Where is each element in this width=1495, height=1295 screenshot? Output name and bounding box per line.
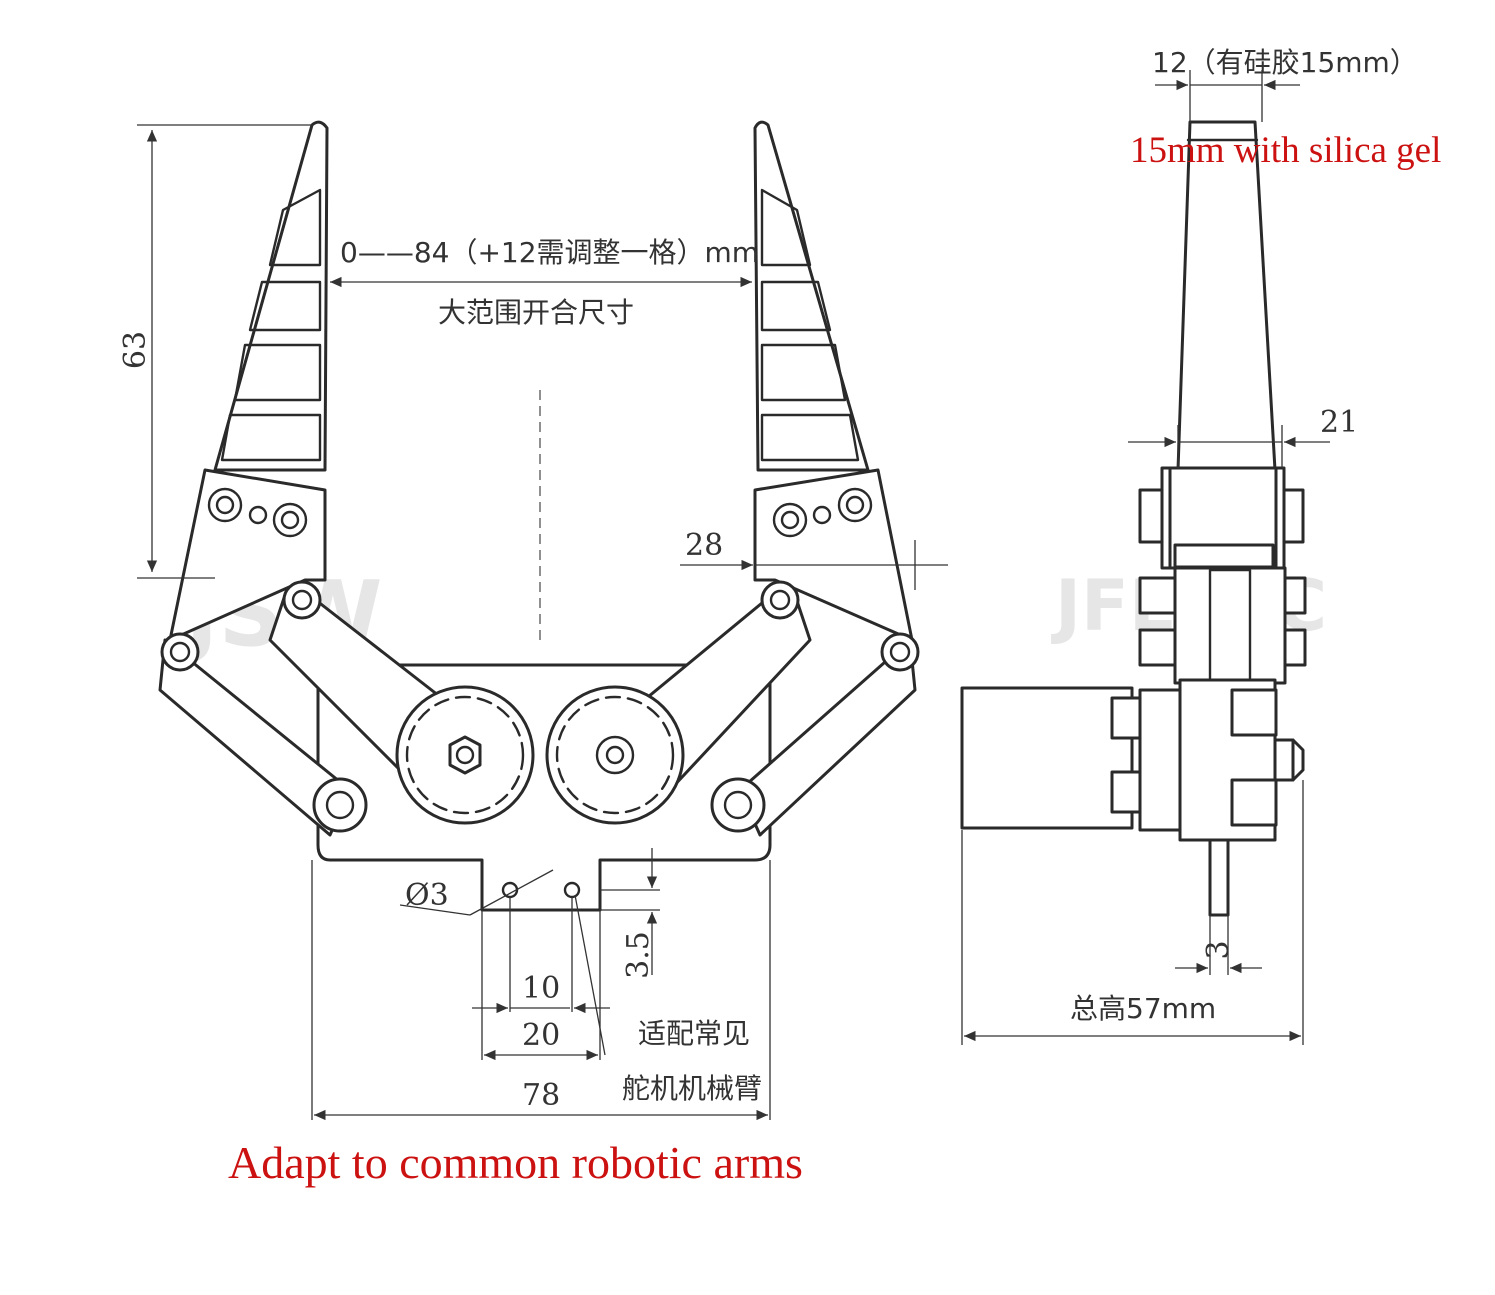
dim-finger-width: 12（有硅胶15mm） [1152, 46, 1418, 79]
gripper-side-view [960, 120, 1307, 917]
dim-28: 28 [685, 528, 723, 563]
side-finger [1176, 120, 1277, 472]
dim-20: 20 [522, 1018, 560, 1053]
dim-opening-desc: 大范围开合尺寸 [438, 296, 634, 329]
note-adapt-cn-2: 舵机机械臂 [622, 1072, 762, 1105]
gear-nut [448, 735, 482, 775]
side-linkage [1173, 566, 1287, 685]
left-lower-link [158, 638, 352, 837]
right-finger [753, 120, 870, 472]
side-shaft [1208, 838, 1230, 917]
note-silica-gel: 15mm with silica gel [1130, 130, 1441, 171]
pivot-bolts [160, 580, 920, 833]
side-servo-body [960, 686, 1134, 830]
dim-total-height: 总高57mm [1070, 992, 1216, 1025]
dim-opening-range: 0——84（+12需调整一格）mm [340, 236, 759, 269]
dim-21: 21 [1320, 405, 1358, 440]
front-dimensions: 63 0——84（+12需调整一格）mm 大范围开合尺寸 28 Ø3 3.5 1 [118, 124, 948, 1121]
dim-3: 3 [1201, 940, 1236, 959]
right-gear [545, 685, 685, 825]
dim-78: 78 [522, 1078, 560, 1113]
note-adapt-cn-1: 适配常见 [638, 1017, 750, 1050]
dim-3-5: 3.5 [621, 931, 656, 979]
right-lower-link [738, 638, 917, 837]
dim-10: 10 [522, 971, 560, 1006]
gear-hub [595, 735, 635, 775]
note-adapt-en: Adapt to common robotic arms [228, 1137, 803, 1188]
dim-63: 63 [118, 331, 153, 369]
left-finger [213, 120, 329, 472]
side-dimensions: 12（有硅胶15mm） 21 3 总高57mm [961, 46, 1418, 1045]
gripper-front-view [158, 120, 920, 912]
dim-hole-dia: Ø3 [405, 878, 449, 913]
